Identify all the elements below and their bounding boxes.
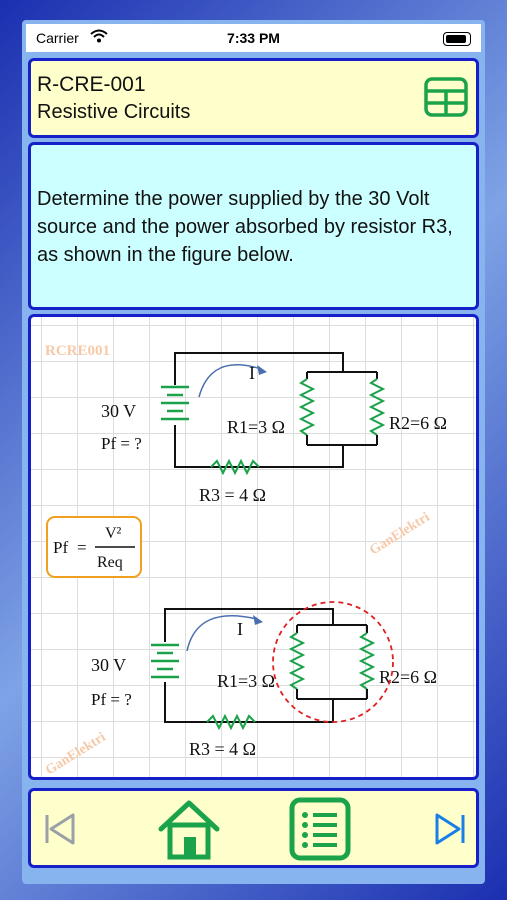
current-label-2: I <box>237 619 243 639</box>
r3-label-2: R3 = 4 Ω <box>189 739 256 759</box>
clock: 7:33 PM <box>227 30 280 46</box>
r2-label-2: R2=6 Ω <box>379 667 437 687</box>
watermark-brand-2: GanElektri <box>43 730 108 777</box>
source-label-2: 30 V <box>91 655 126 675</box>
pf-label-2: Pf = ? <box>91 690 132 709</box>
problem-subject: Resistive Circuits <box>37 101 191 123</box>
r2-label: R2=6 Ω <box>389 413 447 433</box>
r1-label: R1=3 Ω <box>227 417 285 437</box>
formula-numerator: V² <box>105 525 122 542</box>
circuit-figure: RCRE001 <box>43 343 447 777</box>
pf-label: Pf = ? <box>101 434 142 453</box>
watermark-id: RCRE001 <box>45 343 110 359</box>
source-label: 30 V <box>101 401 136 421</box>
carrier-label: Carrier <box>36 30 79 46</box>
home-icon[interactable] <box>157 797 221 861</box>
question-panel: Determine the power supplied by the 30 V… <box>28 142 479 310</box>
header-panel: R-CRE-001 Resistive Circuits <box>28 58 479 138</box>
skip-forward-icon[interactable] <box>433 811 469 847</box>
formula-lhs: Pf <box>53 538 68 557</box>
wifi-icon <box>90 29 108 43</box>
circuit-1: I 30 V Pf = ? R1=3 Ω R2=6 Ω R3 = 4 Ω <box>101 352 447 505</box>
problem-code: R-CRE-001 <box>37 73 146 96</box>
status-bar: Carrier 7:33 PM <box>26 24 481 52</box>
figure-panel: RCRE001 <box>28 314 479 780</box>
skip-back-icon[interactable] <box>41 811 77 847</box>
watermark-brand: GanElektri <box>367 510 432 559</box>
parallel-highlight <box>272 601 394 723</box>
power-formula: Pf = V² Req <box>46 516 142 578</box>
question-text: Determine the power supplied by the 30 V… <box>37 188 453 266</box>
r3-label: R3 = 4 Ω <box>199 485 266 505</box>
list-icon[interactable] <box>289 797 351 861</box>
current-label: I <box>249 363 255 383</box>
svg-text:=: = <box>77 538 87 557</box>
nav-panel <box>28 788 479 868</box>
circuit-2: I 30 V Pf = ? R1=3 Ω R2=6 Ω R3 = 4 Ω <box>91 601 437 759</box>
grid-icon[interactable] <box>424 77 468 117</box>
formula-denominator: Req <box>97 554 123 571</box>
r1-label-2: R1=3 Ω <box>217 671 275 691</box>
battery-icon <box>443 32 471 46</box>
